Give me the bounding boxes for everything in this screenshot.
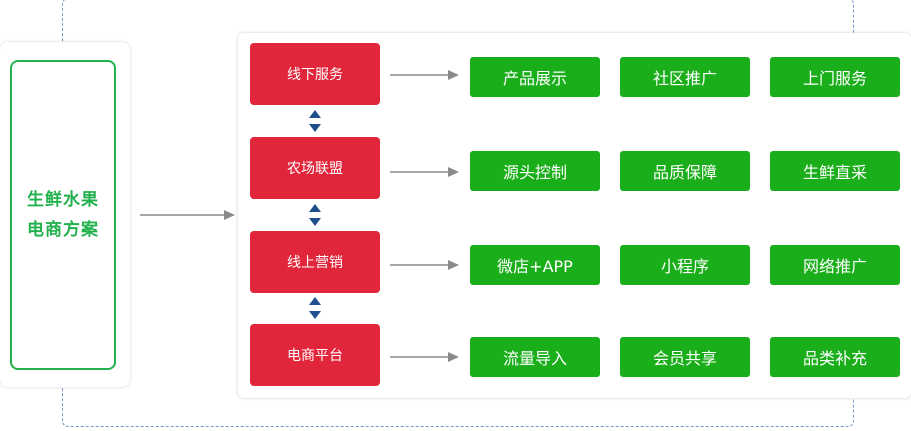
- item-box: 品类补充: [770, 337, 900, 377]
- row-arrow-icon: [390, 260, 459, 270]
- double-arrow-icon: [309, 110, 321, 132]
- category-box-ecommerce: 电商平台: [250, 324, 380, 386]
- item-box: 上门服务: [770, 57, 900, 97]
- category-box-farm: 农场联盟: [250, 137, 380, 199]
- item-box: 会员共享: [620, 337, 750, 377]
- main-arrow-icon: [140, 210, 235, 220]
- item-box: 生鲜直采: [770, 151, 900, 191]
- item-box: 微店+APP: [470, 245, 600, 285]
- row-arrow-icon: [390, 167, 459, 177]
- double-arrow-icon: [309, 204, 321, 226]
- title-line-1: 生鲜水果: [27, 190, 99, 210]
- item-box: 小程序: [620, 245, 750, 285]
- row-arrow-icon: [390, 352, 459, 362]
- category-box-online: 线上营销: [250, 231, 380, 293]
- title-line-2: 电商方案: [27, 220, 99, 240]
- category-box-offline: 线下服务: [250, 43, 380, 105]
- item-box: 源头控制: [470, 151, 600, 191]
- double-arrow-icon: [309, 297, 321, 319]
- item-box: 流量导入: [470, 337, 600, 377]
- row-arrow-icon: [390, 70, 459, 80]
- item-box: 网络推广: [770, 245, 900, 285]
- item-box: 产品展示: [470, 57, 600, 97]
- item-box: 品质保障: [620, 151, 750, 191]
- title-box: 生鲜水果 电商方案: [10, 60, 116, 370]
- item-box: 社区推广: [620, 57, 750, 97]
